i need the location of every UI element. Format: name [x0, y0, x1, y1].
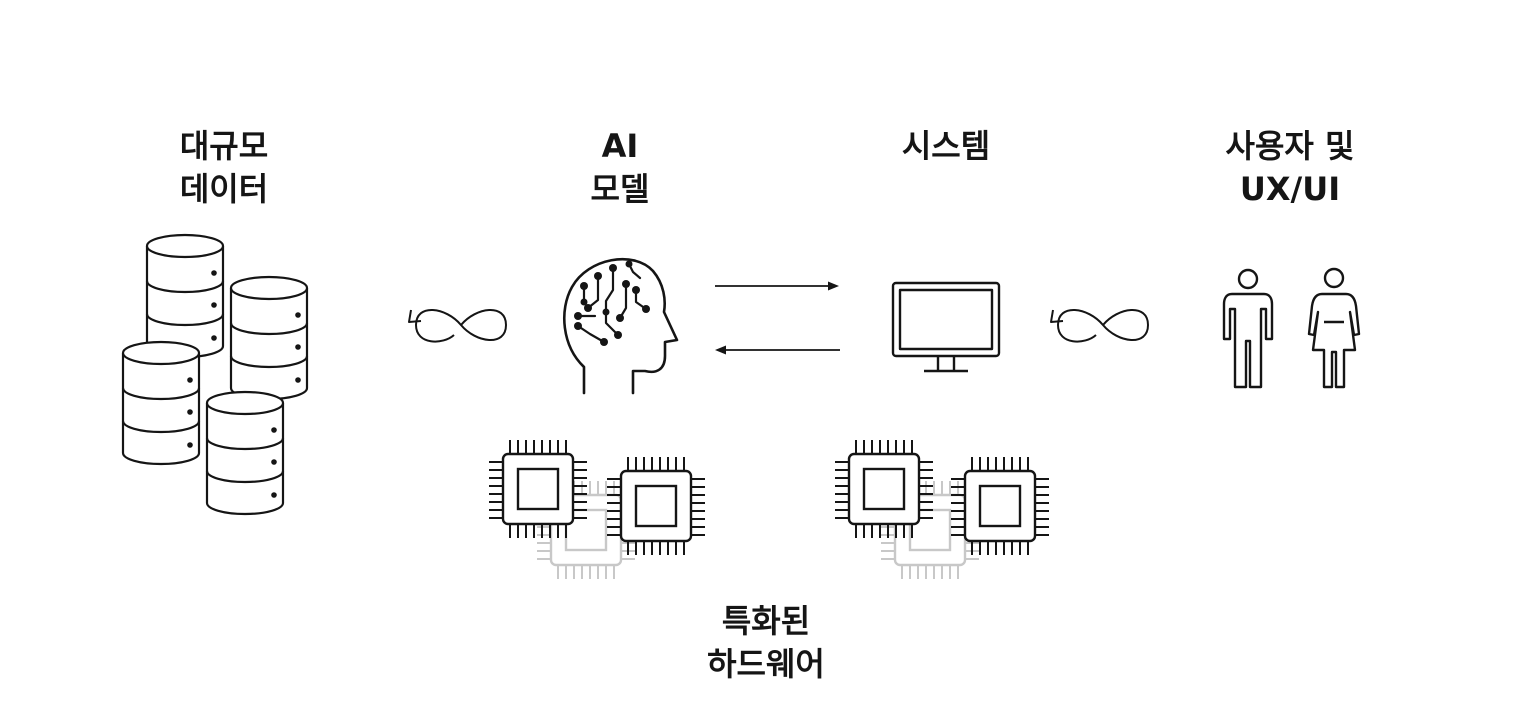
label-large-data-line1: 대규모	[179, 127, 269, 165]
label-system: 시스템	[846, 125, 1046, 168]
label-users-line1: 사용자 및	[1225, 127, 1355, 165]
infinity-loop-icon	[1050, 308, 1149, 343]
label-hardware-line2: 하드웨어	[707, 645, 825, 683]
label-hardware-line1: 특화된	[721, 602, 811, 640]
chip-cluster-icon	[833, 438, 1051, 581]
man-icon	[1222, 268, 1274, 389]
infinity-loop-icon	[408, 308, 507, 343]
label-ai-model-line1: AI	[601, 127, 639, 165]
label-system-line1: 시스템	[901, 127, 991, 165]
ai-head-circuit-icon	[562, 257, 679, 395]
label-large-data: 대규모 데이터	[124, 125, 324, 211]
label-large-data-line2: 데이터	[179, 170, 269, 208]
label-specialized-hardware: 특화된 하드웨어	[666, 600, 866, 686]
label-users-uxui: 사용자 및 UX/UI	[1190, 125, 1390, 211]
database-stack-icon	[121, 233, 309, 516]
woman-icon	[1307, 267, 1361, 389]
label-ai-model: AI 모델	[520, 125, 720, 211]
monitor-icon	[891, 281, 1001, 373]
arrow-left-icon	[715, 345, 840, 355]
label-ai-model-line2: 모델	[590, 170, 650, 208]
label-users-line2: UX/UI	[1239, 170, 1341, 208]
chip-cluster-icon	[487, 438, 707, 581]
arrow-right-icon	[715, 281, 839, 291]
